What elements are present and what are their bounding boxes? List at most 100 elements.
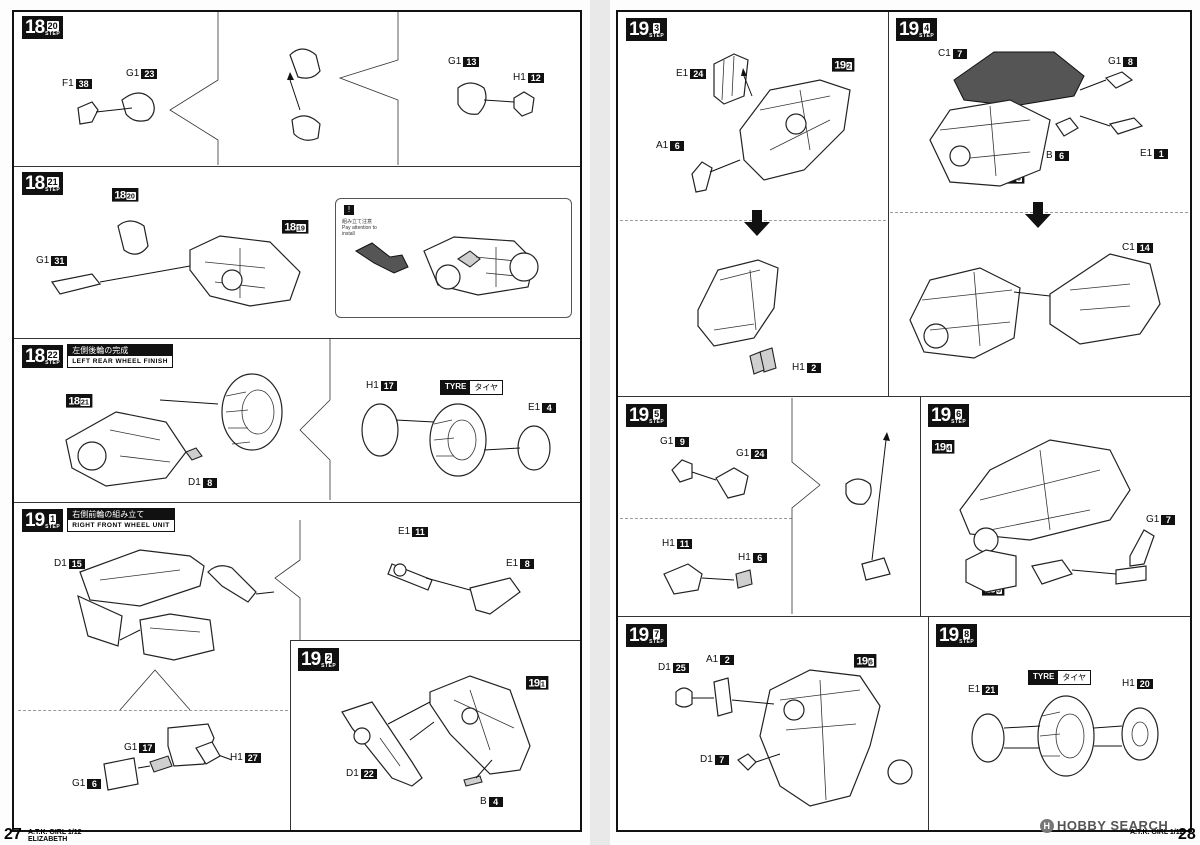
divider (888, 12, 889, 396)
step-19-7-parts-illustration (675, 669, 913, 807)
step-19-1-parts-illustration (77, 549, 521, 791)
dashed-divider (18, 710, 288, 711)
divider (14, 502, 580, 503)
divider (618, 616, 1190, 617)
step-reference-badge: 19 4 (932, 440, 955, 454)
down-arrow-icon (744, 210, 770, 236)
divider (618, 396, 1190, 397)
page-number: 28 (1178, 826, 1196, 843)
panel-zigzags (791, 398, 821, 614)
dashed-divider (620, 518, 792, 519)
panel-zigzags (119, 12, 399, 711)
divider (290, 640, 291, 830)
step-19-4-parts-illustration (909, 51, 1161, 359)
down-arrow-icon (1025, 202, 1051, 228)
watermark: H HOBBY SEARCH (1040, 818, 1168, 833)
warning-icon: ! (344, 205, 354, 215)
step-18-20-parts-illustration (77, 48, 535, 141)
step-title: 左側後輪の完成 LEFT REAR WHEEL FINISH (67, 344, 173, 368)
step-18-22-parts-illustration (65, 373, 551, 487)
step-title: 右側前輪の組み立て RIGHT FRONT WHEEL UNIT (67, 508, 175, 532)
flow-arrows (744, 202, 1051, 236)
divider (14, 338, 580, 339)
step-reference-badge: 19 1 (526, 676, 549, 690)
divider (14, 166, 580, 167)
step-reference-badge: 19 6 (854, 654, 877, 668)
step-reference-badge: 18 19 (282, 220, 309, 234)
divider (920, 396, 921, 616)
step-19-3-parts-illustration (691, 53, 851, 375)
watermark-logo-icon: H (1040, 818, 1054, 833)
step-19-2-parts-illustration (341, 675, 531, 787)
step-reference-badge: 18 20 (112, 188, 139, 202)
step-18-21-parts-illustration (51, 220, 301, 307)
warning-illustration (355, 236, 539, 296)
divider (928, 616, 929, 830)
step-19-6-parts-illustration (959, 439, 1155, 593)
divider (290, 640, 580, 641)
step-reference-badge: 19 2 (832, 58, 855, 72)
step-19-8-parts-illustration (971, 695, 1159, 777)
step-19-5-parts-illustration (663, 432, 891, 595)
book-title: A.T.K. GIRL 1/12 (1130, 829, 1184, 836)
step-reference-badge: 18 21 (66, 394, 93, 408)
